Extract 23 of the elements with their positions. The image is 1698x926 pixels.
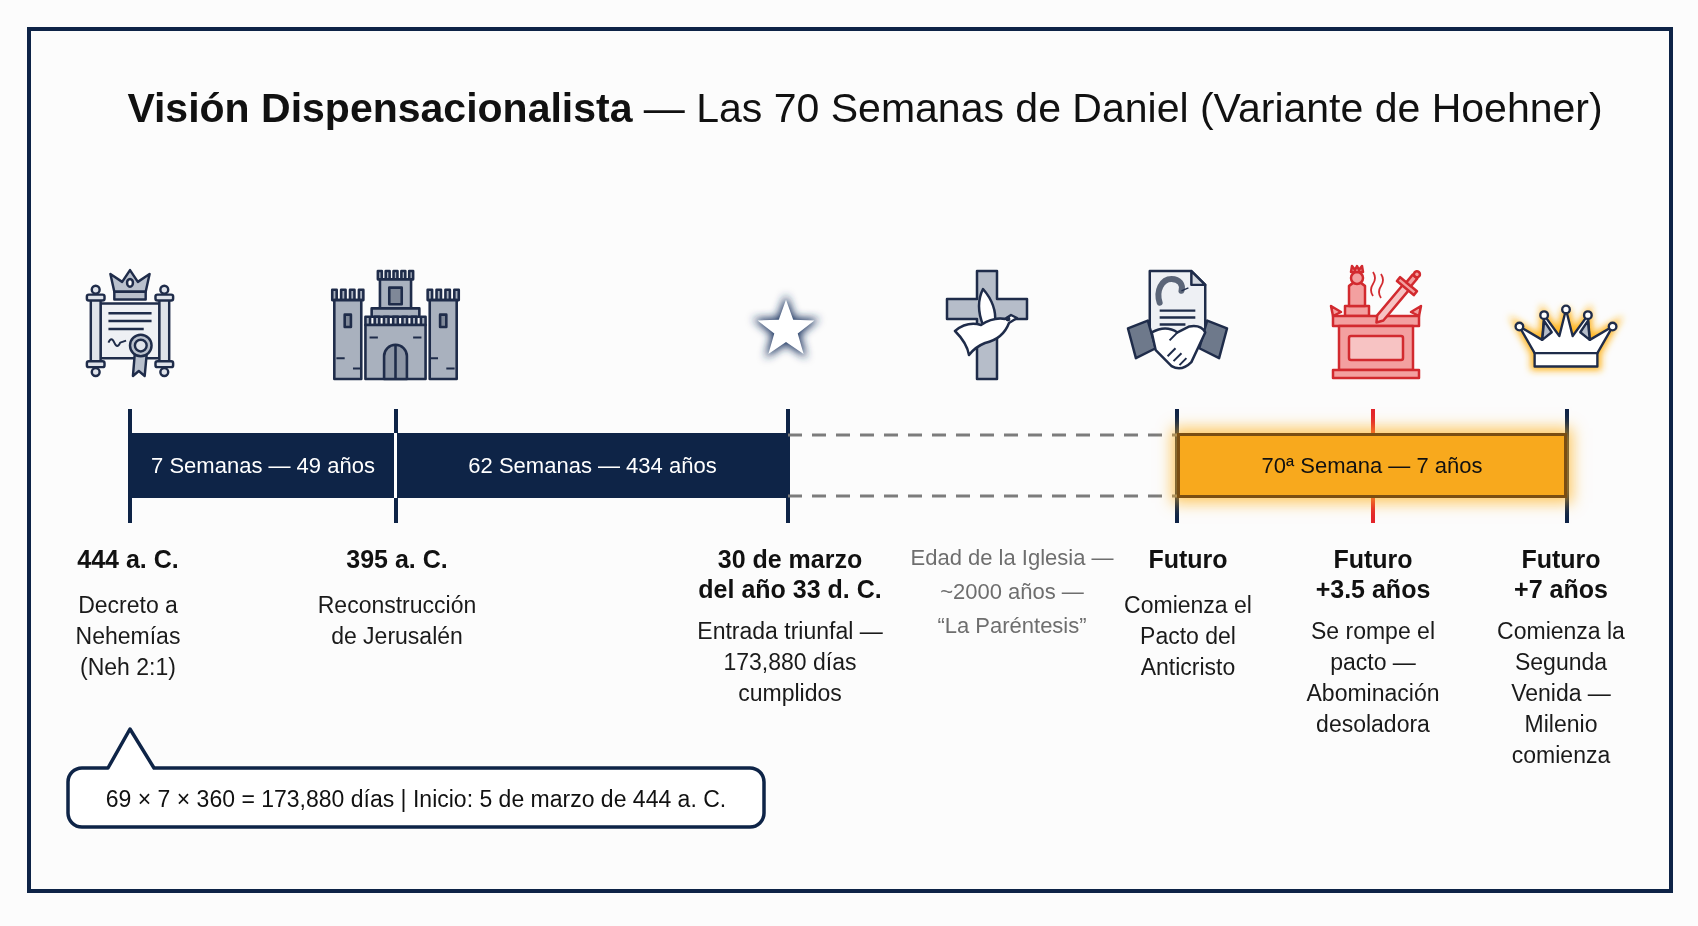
event-description: Comienza el Pacto del Anticristo (1123, 591, 1253, 682)
timeline-bar (1177, 433, 1567, 498)
event-description: Se rompe el pacto — Abominación desoladora (1305, 617, 1441, 739)
event-description: Entrada triunfal — 173,880 días cumplidos (696, 617, 884, 708)
date-heading: Futuro +7 años (1513, 544, 1609, 604)
date-heading: Futuro (1148, 544, 1228, 574)
event-description: Decreto a Nehemías (Neh 2:1) (74, 591, 182, 682)
speech-bubble (66, 726, 766, 829)
event-description: Comienza la Segunda Venida — Milenio comienza (1496, 617, 1626, 770)
date-heading: Futuro +3.5 años (1314, 544, 1432, 604)
callout-text: 69 × 7 × 360 = 173,880 días | Inicio: 5 de marzo de 444 a. C. (105, 784, 727, 814)
title: Visión Dispensacionalista — Las 70 Semanas de Daniel (Variante de Hoehner) (126, 84, 1604, 133)
bar-label: 62 Semanas — 434 años (468, 451, 717, 480)
timeline-bar (130, 433, 396, 498)
dashed-gap-band (788, 433, 1177, 498)
timeline-bar (394, 433, 788, 498)
date-heading: 395 a. C. (346, 544, 448, 574)
bar-label: 7 Semanas — 49 años (151, 451, 375, 480)
event-description: Reconstrucción de Jerusalén (316, 591, 478, 651)
bar-label: 70ª Semana — 7 años (1261, 451, 1483, 480)
date-heading: 444 a. C. (77, 544, 179, 574)
date-heading: 30 de marzo del año 33 d. C. (697, 544, 883, 604)
era-caption: Edad de la Iglesia — ~2000 años — “La Paréntesis” (909, 544, 1115, 640)
